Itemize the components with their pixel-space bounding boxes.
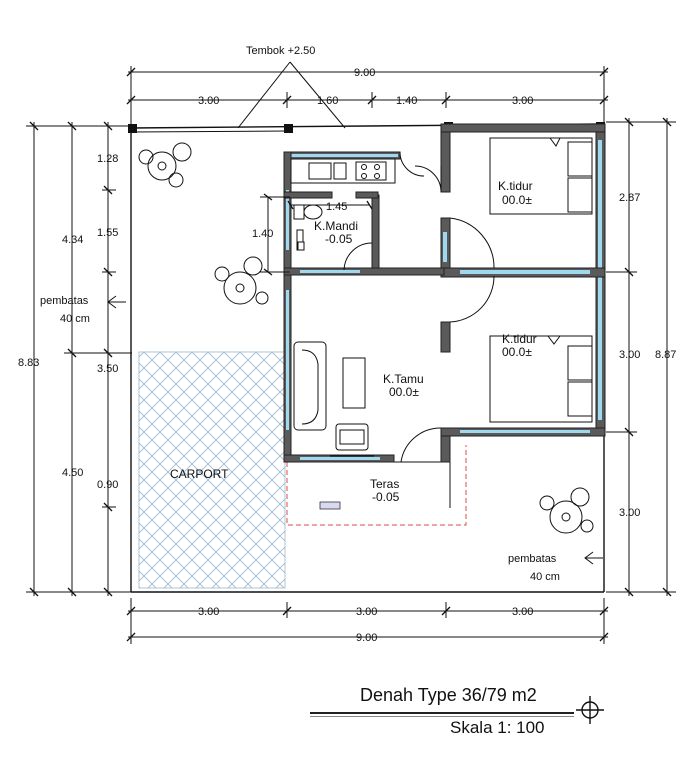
teras-name: Teras [370, 477, 399, 491]
dim-top-3: 1.40 [396, 95, 417, 107]
dim-right-total: 8.87 [655, 349, 676, 361]
doors [343, 151, 495, 463]
dim-bath-height: 1.40 [252, 228, 273, 240]
dim-right-3: 3.00 [619, 507, 640, 519]
bedroom-2-bed [489, 335, 593, 423]
kamar-tidur-2-name: K.tidur [502, 332, 537, 346]
bottom-dimension-lines [126, 598, 609, 644]
left-dimension-lines [26, 121, 132, 597]
dim-top-total: 9.00 [354, 67, 375, 79]
top-dimension-lines [126, 66, 609, 126]
dim-left-upper: 4.34 [62, 234, 83, 246]
carport-area [138, 351, 286, 589]
title-block: Denah Type 36/79 m2 Skala 1: 100 [300, 680, 620, 750]
north-arrow-icon [576, 696, 604, 724]
dim-right-1: 2.87 [619, 192, 640, 204]
kamar-tidur-2-level: 00.0± [502, 345, 532, 359]
dim-bottom-1: 3.00 [198, 606, 219, 618]
dim-bottom-total: 9.00 [356, 632, 377, 644]
tree-icon [138, 142, 192, 188]
dim-right-2: 3.00 [619, 349, 640, 361]
kamar-tidur-1-name: K.tidur [498, 179, 533, 193]
right-dimension-lines [606, 117, 676, 597]
drawing-scale: Skala 1: 100 [450, 718, 545, 737]
dim-bath-width: 1.45 [326, 201, 347, 213]
tree-icon [539, 487, 594, 534]
dim-bottom-2: 3.00 [356, 606, 377, 618]
pembatas-left-line2: 40 cm [60, 313, 90, 325]
dim-left-d: 0.90 [97, 479, 118, 491]
dim-left-b: 1.55 [97, 227, 118, 239]
kitchen-counter [290, 158, 396, 184]
kamar-tidur-1-level: 00.0± [502, 193, 532, 207]
dim-top-2: 1.60 [317, 95, 338, 107]
living-furniture [293, 341, 374, 457]
dim-left-c: 3.50 [97, 363, 118, 375]
kamar-tamu-name: K.Tamu [383, 372, 424, 386]
drawing-title: Denah Type 36/79 m2 [360, 685, 537, 705]
pembatas-right-line2: 40 cm [530, 571, 560, 583]
kamar-tamu-level: 00.0± [389, 385, 419, 399]
house-walls [283, 123, 606, 463]
pembatas-left-line1: pembatas [40, 295, 89, 307]
dim-bottom-3: 3.00 [512, 606, 533, 618]
teras-level: -0.05 [372, 490, 400, 504]
dim-left-outer: 8.83 [18, 357, 39, 369]
kamar-mandi-name: K.Mandi [314, 219, 358, 233]
dim-top-1: 3.00 [198, 95, 219, 107]
wall-note: Tembok +2.50 [246, 45, 315, 57]
carport-label: CARPORT [170, 467, 229, 481]
kamar-mandi-level: -0.05 [325, 232, 353, 246]
dim-top-4: 3.00 [512, 95, 533, 107]
dim-left-a: 1.28 [97, 153, 118, 165]
tree-icon [214, 256, 269, 305]
bathroom-dims [260, 193, 373, 276]
bathroom-fixtures [293, 204, 323, 251]
pembatas-right-line1: pembatas [508, 553, 557, 565]
wall-note-leader [237, 61, 346, 129]
dim-left-lower: 4.50 [62, 467, 83, 479]
bedroom-1-bed [489, 137, 593, 215]
title-underline-thin [310, 716, 574, 717]
title-underline [310, 712, 574, 714]
